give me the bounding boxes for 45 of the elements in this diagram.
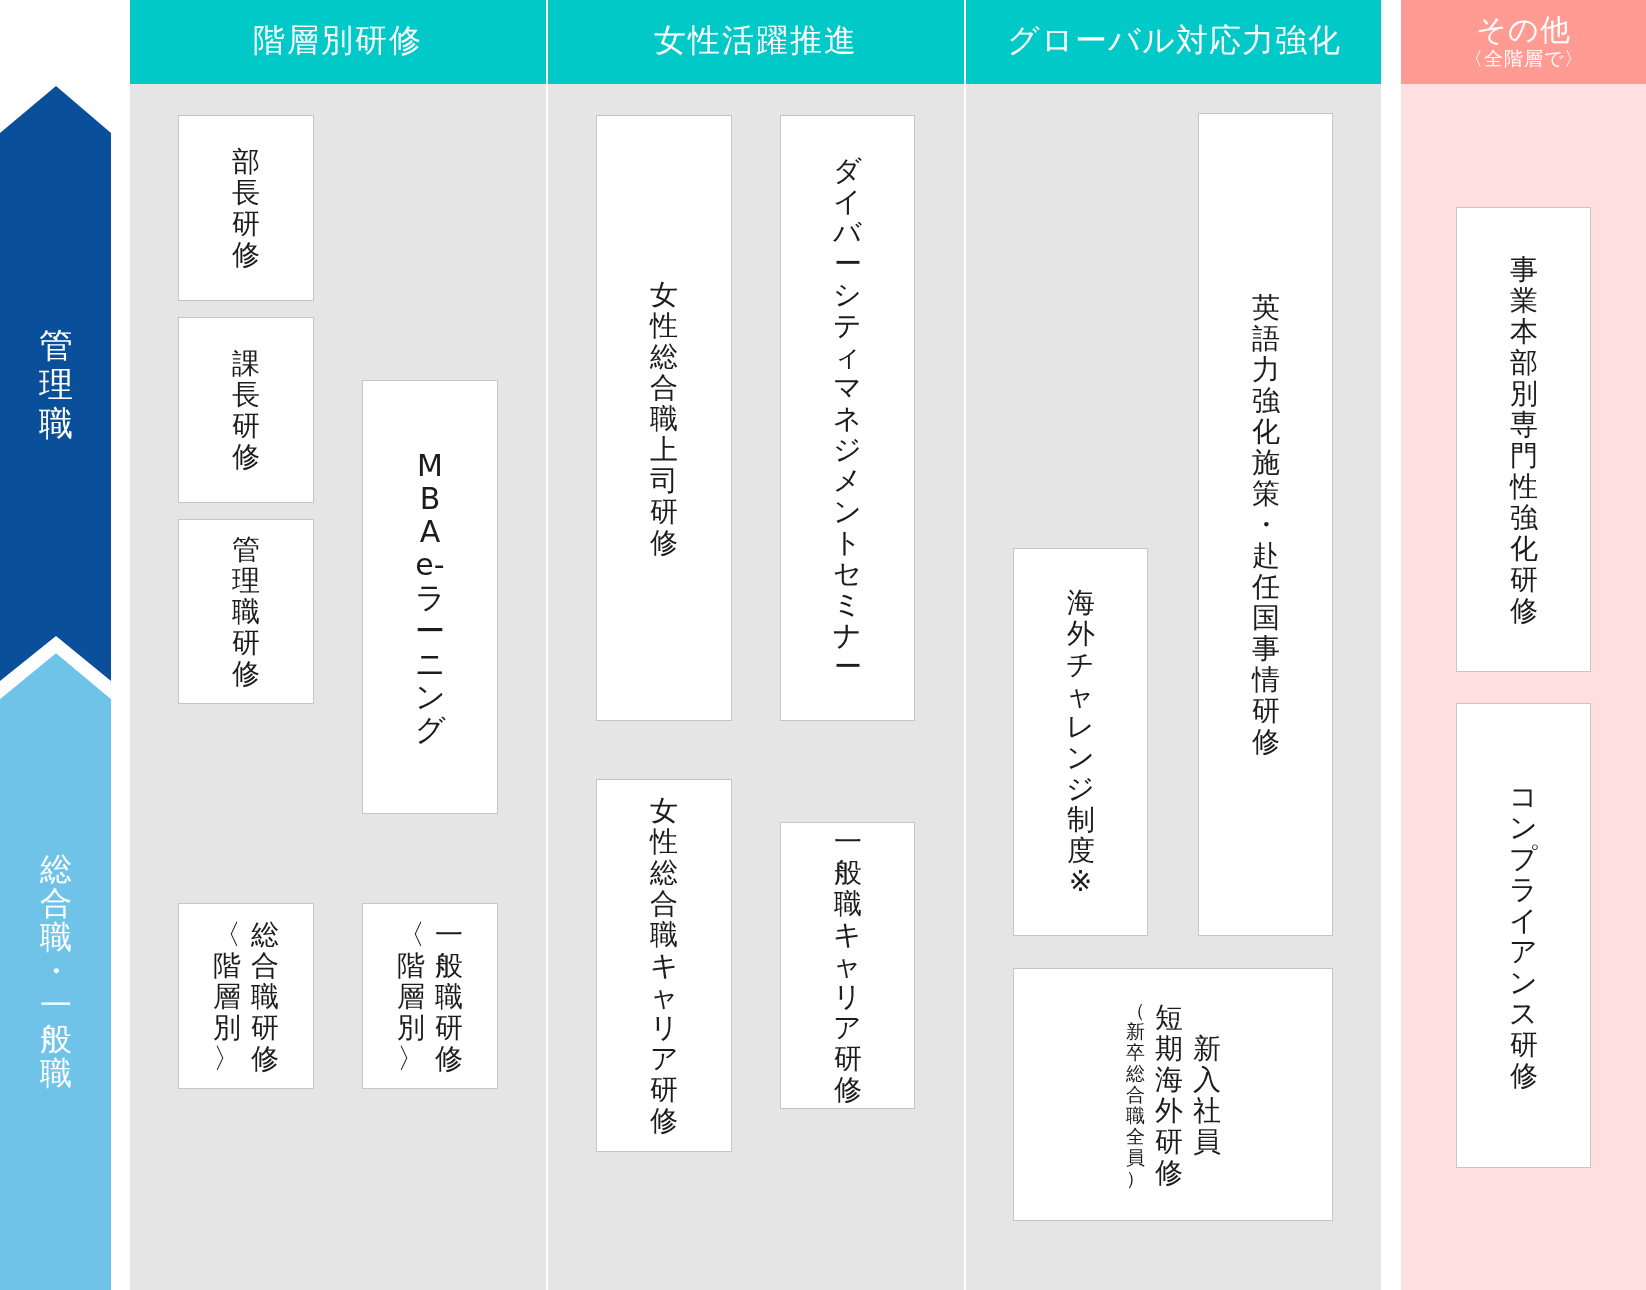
column-panel: [1401, 0, 1646, 1290]
training-box: [1456, 207, 1591, 672]
training-name: 一般職キャリア研修: [832, 826, 863, 1105]
training-box: [1198, 113, 1333, 936]
training-box: [362, 380, 498, 814]
training-box: [178, 519, 314, 704]
training-name: 総合職研修: [250, 918, 280, 1074]
training-box: [362, 903, 498, 1089]
training-box: [1013, 548, 1148, 936]
training-note: （新卒総合職全員）: [1124, 1000, 1146, 1189]
training-name: 部長研修: [231, 146, 261, 270]
training-name: 短期海外研修: [1153, 1001, 1184, 1188]
training-box: [178, 317, 314, 503]
training-name: 英語力強化施策・赴任国事情研修: [1250, 292, 1281, 757]
column-heading: グローバル対応力強化: [1006, 21, 1341, 59]
training-note: 〈階層別〉: [212, 918, 242, 1074]
column-subheading: 〈全階層で〉: [1463, 46, 1584, 69]
training-box: [780, 822, 915, 1109]
column-panel: [548, 0, 964, 1290]
training-name: 女性総合職上司研修: [649, 278, 679, 558]
training-box: [780, 115, 915, 721]
training-name: コンプライアンス研修: [1508, 780, 1539, 1091]
training-name: 新入社員: [1191, 1032, 1222, 1157]
training-name: ダイバーシティマネジメントセミナー: [832, 154, 863, 682]
training-name: 管理職研修: [231, 534, 261, 689]
training-box: [596, 779, 732, 1152]
training-box: [1456, 703, 1591, 1168]
training-name: 海外チャレンジ制度※: [1065, 587, 1096, 897]
training-box: [596, 115, 732, 721]
training-box: [178, 115, 314, 301]
level-label: 総合職・一般職: [38, 852, 73, 1090]
level-label: 管理職: [37, 325, 74, 443]
training-name: MBA e-ラーニング: [414, 448, 446, 746]
training-name: 一般職研修: [434, 918, 464, 1074]
column-heading: 階層別研修: [253, 21, 423, 59]
column-panel: [966, 0, 1381, 1290]
column-heading: 女性活躍推進: [654, 21, 858, 59]
column-heading: その他: [1476, 11, 1571, 47]
column-panel: [130, 0, 546, 1290]
training-name: 事業本部別専門性強化研修: [1508, 253, 1539, 626]
training-name: 課長研修: [231, 348, 261, 472]
training-box: [178, 903, 314, 1089]
training-box: [1013, 968, 1333, 1221]
training-note: 〈階層別〉: [396, 918, 426, 1074]
training-name: 女性総合職キャリア研修: [649, 795, 679, 1136]
